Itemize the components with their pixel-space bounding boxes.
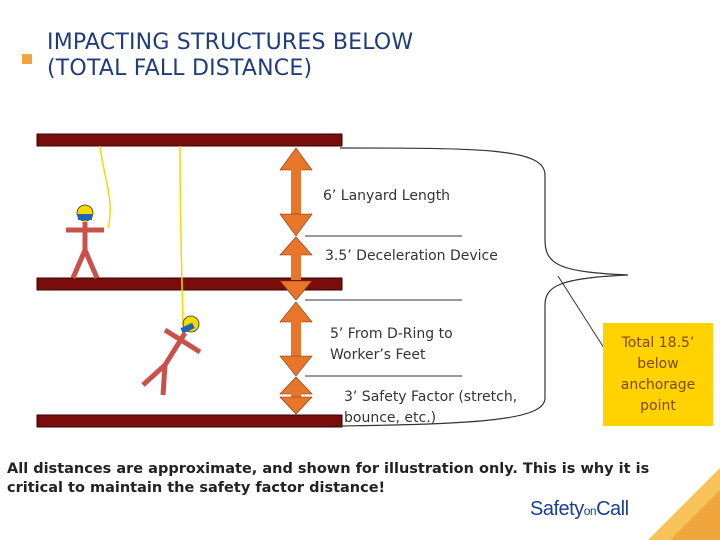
dring-to-feet-label: 5’ From D-Ring to Worker’s Feet xyxy=(330,326,453,363)
lanyard-length-label: 6’ Lanyard Length xyxy=(323,188,451,204)
total-brace xyxy=(339,147,629,427)
lanyard-arrow xyxy=(279,147,313,237)
logo-part: Call xyxy=(596,498,629,520)
brace-pointer xyxy=(557,275,605,349)
dring-arrow xyxy=(279,301,313,377)
logo-part: on xyxy=(583,504,597,518)
slide-title: IMPACTING STRUCTURES BELOW (TOTAL FALL D… xyxy=(47,30,414,81)
logo-part: Safety xyxy=(530,498,584,520)
total-distance-box: Total 18.5’ below anchorage point xyxy=(603,323,713,426)
footnote: All distances are approximate, and shown… xyxy=(7,461,650,496)
lanyard-line-standing xyxy=(99,145,111,229)
middle-beam xyxy=(36,277,343,291)
total-distance-text: Total 18.5’ below anchorage point xyxy=(620,334,696,414)
lanyard-line-falling xyxy=(179,145,184,326)
safety-factor-label: 3’ Safety Factor (stretch, bounce, etc.) xyxy=(344,389,518,426)
anchor-beam xyxy=(36,133,343,147)
safety-on-call-logo: SafetyonCall xyxy=(530,498,629,521)
deceleration-arrow xyxy=(279,236,313,301)
falling-worker-icon xyxy=(141,315,202,396)
safety-arrow xyxy=(279,376,313,415)
ground-beam xyxy=(36,414,343,428)
title-bullet xyxy=(22,54,32,64)
standing-worker-icon xyxy=(66,204,104,279)
deceleration-device-label: 3.5’ Deceleration Device xyxy=(325,248,498,264)
